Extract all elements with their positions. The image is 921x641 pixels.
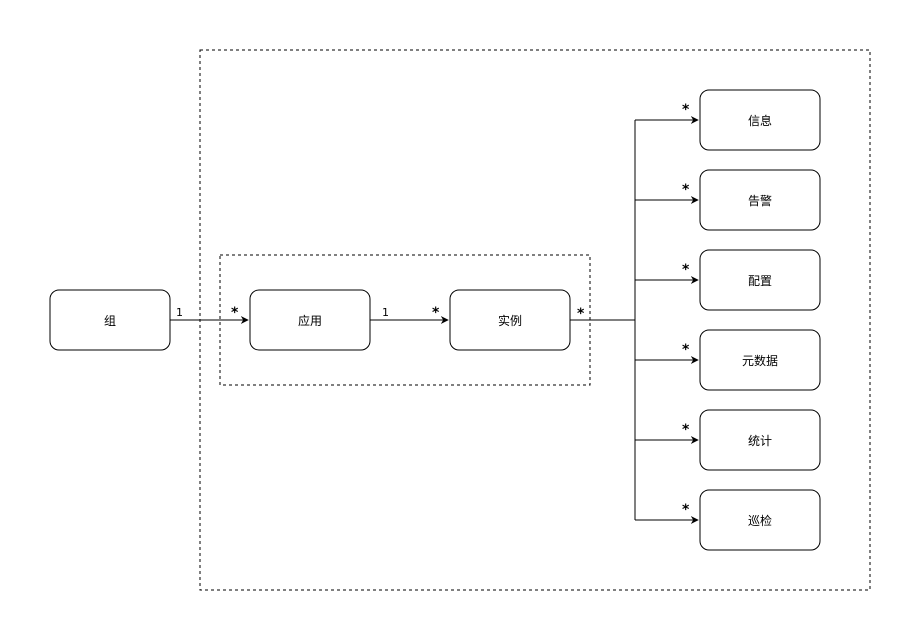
node-instance[interactable]: 实例: [449, 289, 571, 351]
child-nodes: * 信息 * 告警 * 配置 * 元数据 * 统计 * 巡检: [635, 89, 821, 551]
node-child-5[interactable]: 统计: [699, 409, 821, 471]
node-group-label: 组: [104, 314, 116, 328]
node-child-6[interactable]: 巡检: [699, 489, 821, 551]
mult-app-instance-target: *: [432, 305, 440, 321]
mult-group-app-source: 1: [176, 306, 183, 319]
node-child-4[interactable]: 元数据: [699, 329, 821, 391]
node-child-label-1: 信息: [748, 113, 772, 128]
mult-child-target-3: *: [682, 262, 690, 278]
mult-group-app-target: *: [231, 305, 239, 321]
node-child-1[interactable]: 信息: [699, 89, 821, 151]
node-group[interactable]: 组: [49, 289, 171, 351]
mult-child-target-2: *: [682, 182, 690, 198]
node-app[interactable]: 应用: [249, 289, 371, 351]
mult-instance-source: *: [577, 306, 585, 322]
mult-child-target-1: *: [682, 102, 690, 118]
node-instance-label: 实例: [498, 313, 522, 328]
node-child-label-2: 告警: [748, 193, 772, 208]
mult-app-instance-source: 1: [382, 306, 389, 319]
node-child-label-3: 配置: [748, 274, 772, 288]
node-child-3[interactable]: 配置: [699, 249, 821, 311]
node-child-label-4: 元数据: [742, 353, 778, 368]
node-child-label-5: 统计: [748, 434, 772, 448]
node-child-label-6: 巡检: [748, 513, 772, 528]
mult-child-target-6: *: [682, 502, 690, 518]
node-app-label: 应用: [298, 313, 322, 328]
mult-child-target-5: *: [682, 422, 690, 438]
mult-child-target-4: *: [682, 342, 690, 358]
node-child-2[interactable]: 告警: [699, 169, 821, 231]
